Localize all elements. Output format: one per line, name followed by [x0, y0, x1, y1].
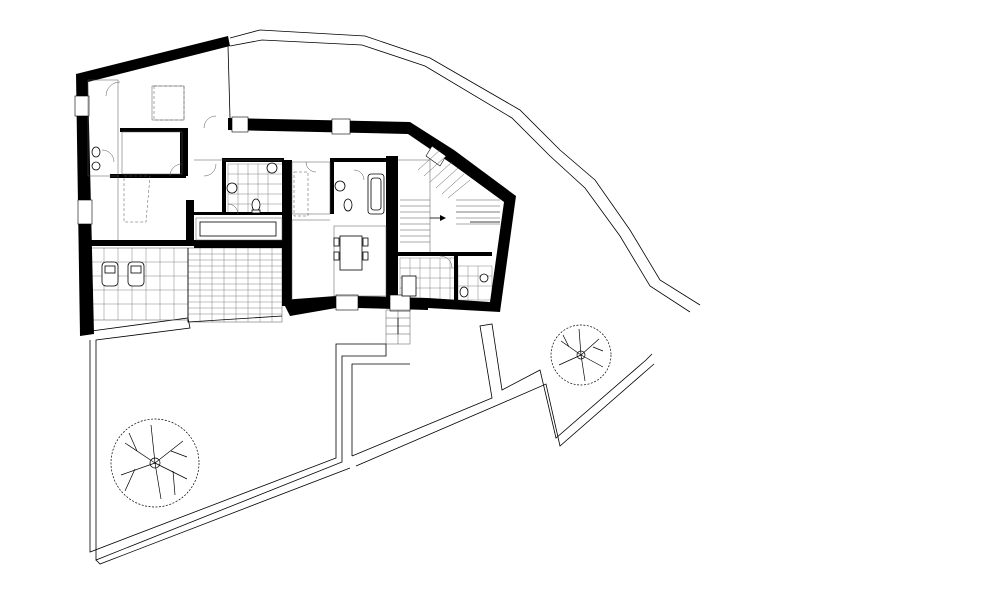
tree-icon — [550, 324, 612, 386]
entrance-steps — [385, 309, 411, 345]
toilet-icon — [251, 198, 261, 214]
dining-table — [333, 235, 369, 271]
paved-terrace — [187, 247, 283, 323]
car-icon — [101, 261, 119, 287]
toilet-icon — [459, 286, 469, 298]
site-boundary — [83, 29, 701, 565]
sink-icon — [91, 161, 489, 283]
car-icon — [127, 261, 145, 287]
toilet-icon — [343, 198, 353, 212]
toilet-icon — [91, 146, 101, 158]
terrace-edge — [187, 45, 283, 323]
tree-icon — [110, 418, 200, 508]
exterior-walls — [76, 36, 516, 336]
windows — [74, 95, 447, 312]
room-partitions — [87, 79, 500, 300]
skylights — [123, 85, 309, 223]
kitchen-counter — [199, 221, 417, 297]
doors — [101, 81, 453, 269]
stair-arrow-icon — [440, 215, 446, 221]
staircase — [400, 149, 500, 243]
bathtub-icon — [367, 173, 385, 215]
